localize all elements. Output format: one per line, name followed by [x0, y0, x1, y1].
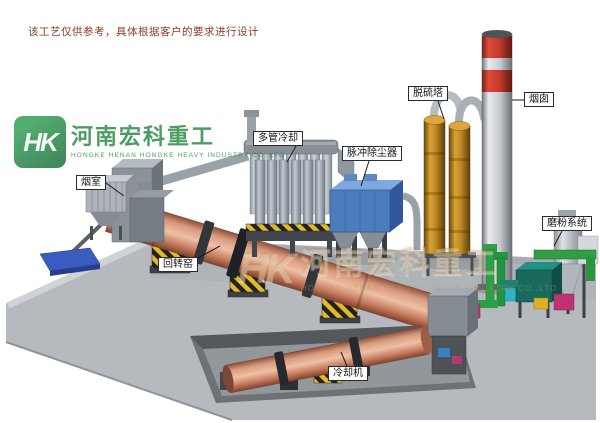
label-grinding-system: 磨粉系统 — [542, 216, 592, 231]
label-chimney: 烟囱 — [524, 92, 554, 107]
feed-platform — [39, 216, 110, 276]
label-cooling-machine: 冷却机 — [328, 366, 368, 381]
label-multi-tube-cooler: 多管冷却 — [253, 131, 303, 146]
disclaimer-text: 该工艺仅供参考，具体根据客户的要求进行设计 — [28, 26, 259, 38]
leader-lines — [105, 99, 563, 367]
desulfurization-towers — [416, 91, 488, 276]
label-pulse-dust-collector: 脉冲除尘器 — [342, 146, 402, 161]
pulse-dust-collector — [326, 174, 421, 265]
grinding-system-equipment — [500, 210, 599, 318]
label-rotary-kiln: 回转窑 — [158, 257, 198, 272]
smoke-chamber-structure — [85, 151, 250, 243]
label-smoke-chamber: 烟室 — [76, 175, 106, 190]
kiln-head-hood — [427, 288, 478, 375]
label-desulfurization-tower: 脱硫塔 — [408, 86, 448, 101]
